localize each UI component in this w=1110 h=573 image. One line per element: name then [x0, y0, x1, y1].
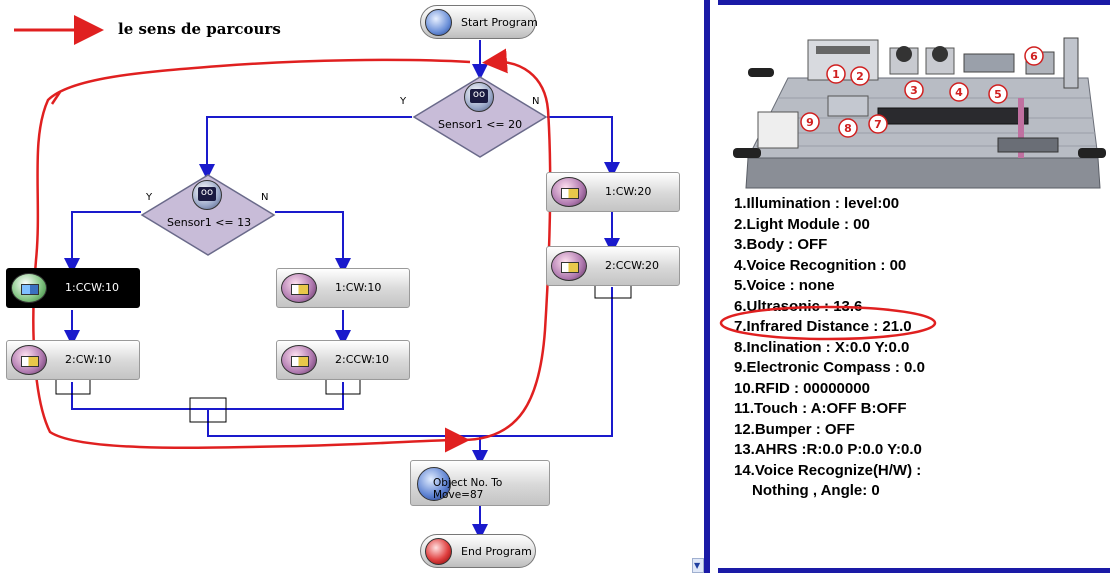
panel-separator: ▼: [690, 0, 718, 573]
callout-4: 4: [950, 83, 968, 101]
svg-text:5: 5: [994, 88, 1002, 101]
stop-icon: [425, 538, 452, 565]
sensor-reading-illumination: 1.Illumination : level:00: [734, 194, 925, 215]
robot-kit-photo: 1 2 3 4 5 6 7 8 9: [728, 28, 1108, 193]
decision-top-no: N: [532, 96, 539, 107]
sensor-panel: 1 2 3 4 5 6 7 8 9 1.Illumination : level…: [718, 0, 1110, 573]
sensor-reading-ahrs: 13.AHRS :R:0.0 P:0.0 Y:0.0: [734, 440, 925, 461]
motor-node-label: 2:CCW:20: [605, 259, 659, 272]
motor-node-left-1[interactable]: 1:CCW:10: [6, 268, 140, 308]
callout-1: 1: [827, 65, 845, 83]
start-program-node[interactable]: Start Program: [420, 5, 536, 39]
motor-icon: [11, 273, 47, 303]
end-program-label: End Program: [461, 545, 532, 558]
sensor-readings-list: 1.Illumination : level:00 2.Light Module…: [734, 194, 925, 502]
svg-text:9: 9: [806, 116, 814, 129]
callout-8: 8: [839, 119, 857, 137]
sensor-reading-voice: 5.Voice : none: [734, 276, 925, 297]
computer-icon: [425, 9, 452, 36]
panel-border-left: [704, 0, 710, 573]
sensor-reading-infrared-distance: 7.Infrared Distance : 21.0: [734, 317, 925, 338]
motor-icon: [281, 273, 317, 303]
panel-border-top: [718, 0, 1110, 5]
decision-left-yes: Y: [146, 192, 152, 203]
sensor-reading-touch: 11.Touch : A:OFF B:OFF: [734, 399, 925, 420]
svg-text:8: 8: [844, 122, 852, 135]
motor-node-label: 1:CW:20: [605, 185, 651, 198]
decision-left-no: N: [261, 192, 268, 203]
motor-node-left-2[interactable]: 2:CW:10: [6, 340, 140, 380]
svg-text:3: 3: [910, 84, 918, 97]
motor-icon: [11, 345, 47, 375]
svg-text:2: 2: [856, 70, 864, 83]
motor-node-label: 2:CW:10: [65, 353, 111, 366]
motor-node-label: 2:CCW:10: [335, 353, 389, 366]
flowchart-canvas[interactable]: le sens de parcours Start Program Sensor…: [0, 0, 690, 573]
callout-5: 5: [989, 85, 1007, 103]
chevron-down-icon: ▼: [694, 561, 700, 570]
motor-node-middle-1[interactable]: 1:CW:10: [276, 268, 410, 308]
decision-left-label: Sensor1 <= 13: [167, 216, 251, 229]
sensor-reading-inclination: 8.Inclination : X:0.0 Y:0.0: [734, 338, 925, 359]
scroll-down-button[interactable]: ▼: [692, 558, 704, 573]
callout-9: 9: [801, 113, 819, 131]
callout-6: 6: [1025, 47, 1043, 65]
motor-icon: [551, 251, 587, 281]
motor-node-label: 1:CW:10: [335, 281, 381, 294]
motor-icon: [551, 177, 587, 207]
motor-icon: [281, 345, 317, 375]
sensor-icon: [464, 82, 494, 112]
sensor-reading-bumper: 12.Bumper : OFF: [734, 420, 925, 441]
sensor-reading-light-module: 2.Light Module : 00: [734, 215, 925, 236]
sensor-reading-voice-recognize-hw-value: Nothing , Angle: 0: [734, 481, 925, 502]
decision-top-yes: Y: [400, 96, 406, 107]
object-move-node[interactable]: Object No. To Move=87: [410, 460, 550, 506]
sensor-reading-ultrasonic: 6.Ultrasonic : 13.6: [734, 297, 925, 318]
sensor-reading-rfid: 10.RFID : 00000000: [734, 379, 925, 400]
sensor-reading-electronic-compass: 9.Electronic Compass : 0.0: [734, 358, 925, 379]
svg-text:7: 7: [874, 118, 882, 131]
motor-node-label: 1:CCW:10: [65, 281, 119, 294]
callout-2: 2: [851, 67, 869, 85]
motor-node-right-2[interactable]: 2:CCW:20: [546, 246, 680, 286]
callout-3: 3: [905, 81, 923, 99]
sensor-reading-voice-recognize-hw: 14.Voice Recognize(H/W) :: [734, 461, 925, 482]
start-program-label: Start Program: [461, 16, 538, 29]
sensor-reading-body: 3.Body : OFF: [734, 235, 925, 256]
motor-node-right-1[interactable]: 1:CW:20: [546, 172, 680, 212]
svg-text:1: 1: [832, 68, 840, 81]
callout-7: 7: [869, 115, 887, 133]
svg-text:6: 6: [1030, 50, 1038, 63]
legend-label: le sens de parcours: [118, 20, 281, 38]
decision-top-label: Sensor1 <= 20: [438, 118, 522, 131]
end-program-node[interactable]: End Program: [420, 534, 536, 568]
svg-text:4: 4: [955, 86, 963, 99]
sensor-reading-voice-recognition: 4.Voice Recognition : 00: [734, 256, 925, 277]
panel-border-bottom: [718, 568, 1110, 573]
motor-node-middle-2[interactable]: 2:CCW:10: [276, 340, 410, 380]
sensor-icon: [192, 180, 222, 210]
object-move-label: Object No. To Move=87: [433, 477, 549, 501]
